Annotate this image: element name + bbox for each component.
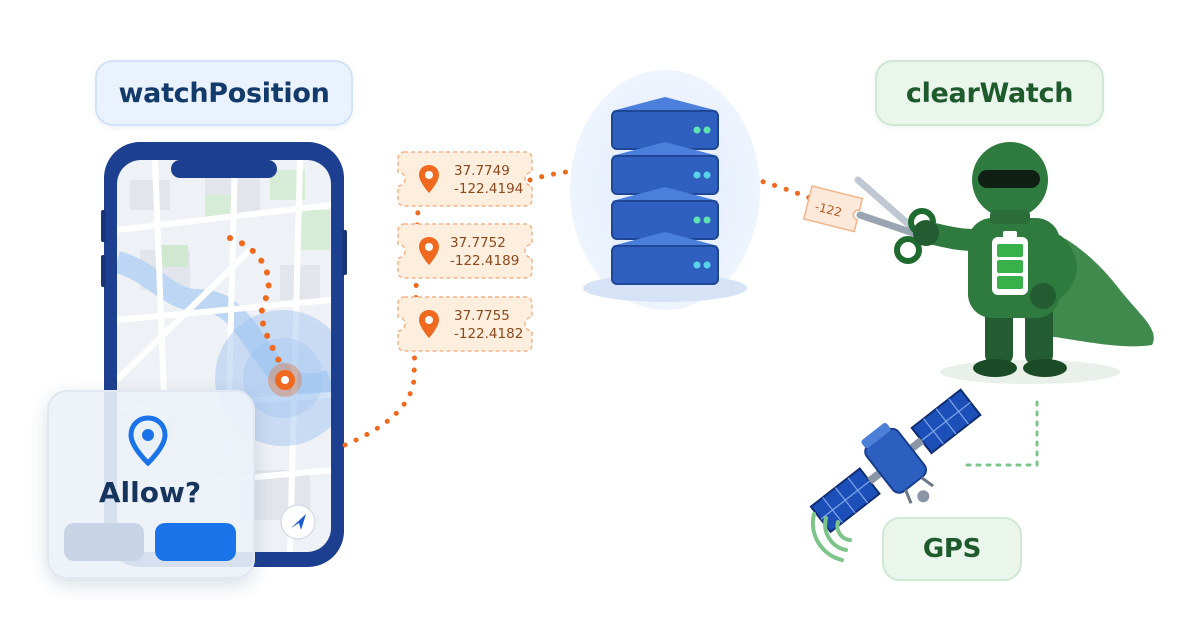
server-unit — [611, 232, 719, 285]
signal-waves-icon — [810, 512, 852, 562]
coordinate-tickets — [397, 151, 533, 352]
allow-button[interactable] — [155, 523, 236, 561]
coordinate-lng: -122.4194 — [454, 181, 524, 197]
watch-position-label: watchPosition — [95, 60, 353, 126]
coordinate-lat: 37.7752 — [450, 235, 506, 251]
coordinate-lat: 37.7749 — [454, 163, 510, 179]
permission-title: Allow? — [98, 476, 202, 509]
navigation-arrow-icon — [291, 514, 306, 530]
cut-ticket-label: -122 — [813, 200, 843, 220]
coordinate-ticket — [397, 223, 533, 279]
cut-ticket: -122 — [802, 185, 864, 233]
location-pin-icon — [128, 415, 168, 467]
coordinate-label: 37.7752 -122.4189 — [450, 234, 540, 270]
server-unit — [611, 97, 719, 150]
clearwatch-hero — [913, 142, 1154, 384]
deny-button[interactable] — [64, 523, 144, 561]
gps-satellite — [809, 388, 982, 562]
clear-watch-label: clearWatch — [875, 60, 1104, 126]
coordinate-ticket — [397, 151, 533, 207]
scissors-icon — [854, 176, 936, 264]
coordinate-label: 37.7749 -122.4194 — [454, 162, 544, 198]
gps-label: GPS — [882, 517, 1022, 581]
coordinate-lat: 37.7755 — [454, 308, 510, 324]
server-unit — [611, 187, 719, 240]
coordinate-lng: -122.4189 — [450, 253, 520, 269]
coordinate-ticket — [397, 296, 533, 352]
phone-notch — [171, 160, 277, 178]
coordinate-label: 37.7755 -122.4182 — [454, 307, 544, 343]
server — [570, 70, 760, 310]
server-unit — [611, 142, 719, 195]
battery-icon — [992, 231, 1028, 295]
gps-link — [963, 400, 1039, 467]
coordinate-lng: -122.4182 — [454, 326, 524, 342]
